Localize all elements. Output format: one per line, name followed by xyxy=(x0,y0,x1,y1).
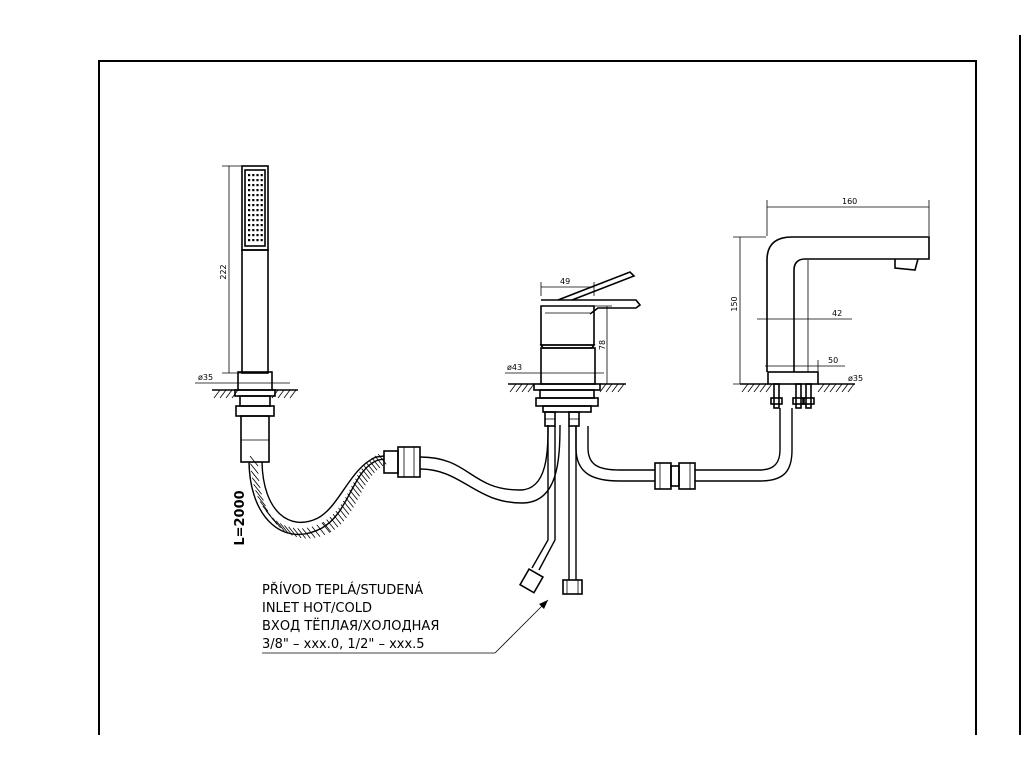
deck-hatch xyxy=(213,389,297,399)
dim-spout-base: 50 xyxy=(828,356,838,365)
dim-mixer-width: 49 xyxy=(560,277,570,286)
spout-dimensions: 160 150 42 50 ø35 xyxy=(730,197,930,385)
hose-coil xyxy=(249,454,387,539)
note-line-2: INLET HOT/COLD xyxy=(262,601,372,616)
dim-shower-diameter: ø35 xyxy=(198,373,213,382)
bath-spout xyxy=(740,236,930,409)
dim-spout-neck: 42 xyxy=(832,309,842,318)
shower-nozzle-grid xyxy=(248,174,263,242)
deck-hatch-mixer xyxy=(509,383,625,393)
note-line-1: PŘÍVOD TEPLÁ/STUDENÁ xyxy=(262,582,423,598)
dim-spout-reach: 160 xyxy=(842,197,857,206)
note-line-4: 3/8" – xxx.0, 1/2" – xxx.5 xyxy=(262,637,425,652)
mixer-valve xyxy=(508,271,642,427)
note-leader xyxy=(494,599,549,654)
spout-connection-hose xyxy=(575,408,793,490)
supply-hoses xyxy=(518,426,583,595)
dim-mixer-diameter: ø43 xyxy=(507,363,522,372)
leader-arrowhead xyxy=(539,600,548,609)
note-line-3: ВХОД ТЁПЛАЯ/ХОЛОДНАЯ xyxy=(262,618,439,634)
dim-spout-diameter: ø35 xyxy=(848,374,863,383)
dim-shower-height: 222 xyxy=(219,264,228,279)
shower-dimensions: 222 ø35 xyxy=(195,165,290,384)
deck-hatch-spout xyxy=(741,383,855,393)
inlet-note: PŘÍVOD TEPLÁ/STUDENÁ INLET HOT/COLD ВХОД… xyxy=(262,582,549,654)
hose-length-label: L=2000 xyxy=(233,490,248,545)
mixer-dimensions: 49 78 ø43 xyxy=(505,277,612,385)
shower-hose xyxy=(248,424,561,539)
drawing-frame xyxy=(98,60,977,735)
dim-spout-height: 150 xyxy=(730,296,739,311)
dim-mixer-height: 78 xyxy=(598,340,607,350)
hand-shower xyxy=(212,165,298,463)
